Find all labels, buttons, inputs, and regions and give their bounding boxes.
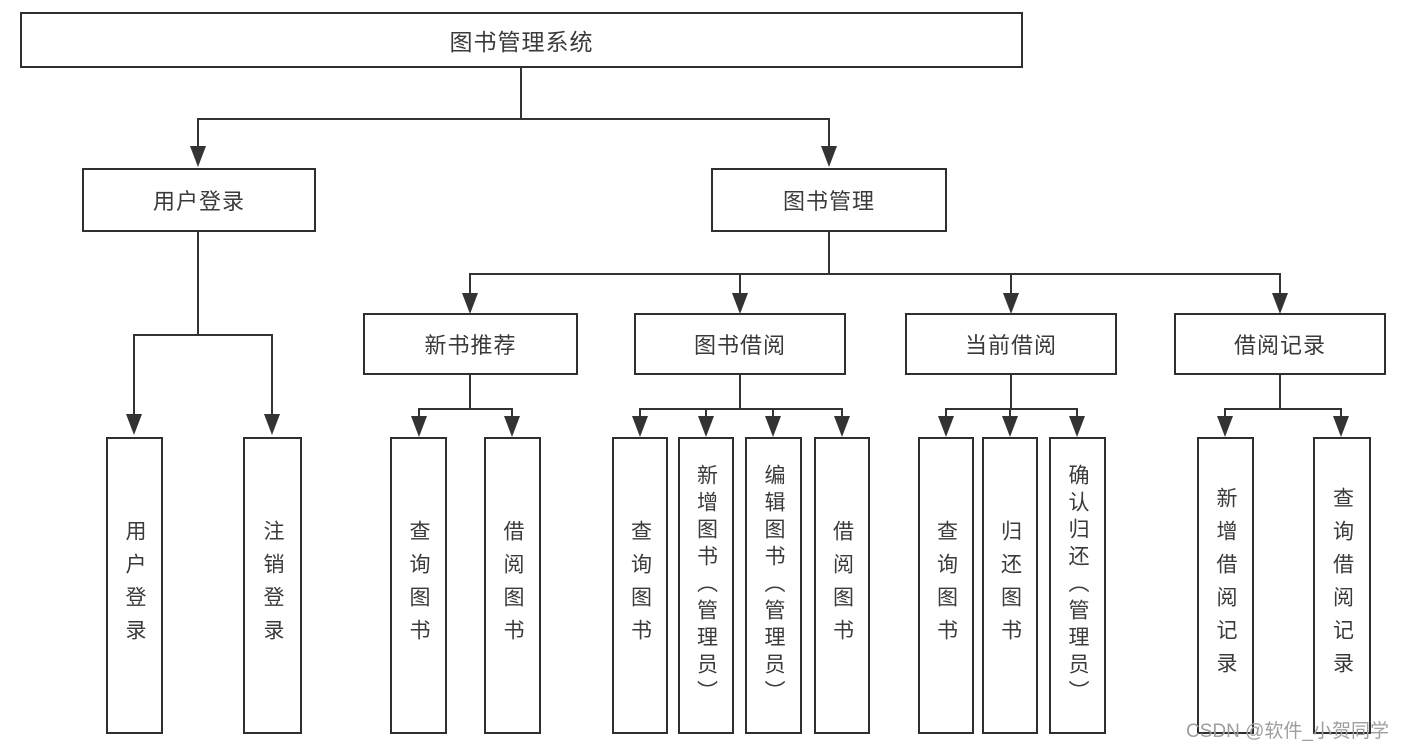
leaf-edit-books-admin: 编辑图书（管理员）: [745, 437, 802, 734]
leaf-label: 归还图书: [998, 519, 1022, 652]
connector-line: [469, 373, 471, 408]
leaf-logout: 注销登录: [243, 437, 302, 734]
leaf-borrow-books-recommend: 借阅图书: [484, 437, 541, 734]
connector-line: [1224, 408, 1226, 418]
csdn-watermark: CSDN @软件_小贺同学: [1186, 721, 1389, 742]
connector-line: [1010, 373, 1012, 408]
connector-line: [271, 334, 273, 416]
connector-line: [1279, 373, 1281, 408]
connector-line: [705, 408, 707, 418]
leaf-label: 查询图书: [934, 519, 958, 652]
connector-line: [945, 408, 947, 418]
connector-line: [133, 334, 135, 416]
connector-line: [1279, 273, 1281, 295]
arrow-down-icon: [264, 414, 280, 435]
leaf-label: 用户登录: [123, 519, 146, 652]
leaf-borrow-books: 借阅图书: [814, 437, 870, 734]
connector-line: [134, 334, 273, 336]
node-book-borrowing: 图书借阅: [634, 313, 846, 375]
leaf-label: 借阅图书: [830, 519, 854, 652]
connector-line: [197, 231, 199, 334]
leaf-label: 查询图书: [407, 519, 430, 652]
connector-line: [828, 231, 830, 273]
leaf-label: 查询图书: [628, 519, 652, 652]
connector-line: [197, 118, 199, 148]
arrow-down-icon: [765, 416, 781, 437]
connector-line: [469, 273, 1281, 275]
arrow-down-icon: [698, 416, 714, 437]
connector-line: [739, 273, 741, 295]
arrow-down-icon: [1003, 293, 1019, 314]
leaf-label: 新增图书（管理员）: [694, 464, 718, 707]
connector-line: [418, 408, 513, 410]
arrow-down-icon: [821, 146, 837, 167]
arrow-down-icon: [1002, 416, 1018, 437]
connector-line: [772, 408, 774, 418]
connector-line: [1340, 408, 1342, 418]
leaf-label: 编辑图书（管理员）: [762, 464, 785, 707]
arrow-down-icon: [1217, 416, 1233, 437]
leaf-user-login: 用户登录: [106, 437, 163, 734]
connector-line: [1010, 273, 1012, 295]
leaf-label: 查询借阅记录: [1330, 486, 1354, 685]
arrow-down-icon: [1069, 416, 1085, 437]
leaf-query-books-recommend: 查询图书: [390, 437, 447, 734]
leaf-label: 新增借阅记录: [1214, 486, 1237, 685]
arrow-down-icon: [632, 416, 648, 437]
connector-line: [511, 408, 513, 418]
leaf-add-borrow-record: 新增借阅记录: [1197, 437, 1254, 734]
connector-line: [520, 68, 522, 119]
connector-line: [1224, 408, 1342, 410]
arrow-down-icon: [938, 416, 954, 437]
connector-line: [469, 273, 471, 295]
node-library-management-system: 图书管理系统: [20, 12, 1023, 68]
node-new-book-recommendation: 新书推荐: [363, 313, 578, 375]
connector-line: [197, 118, 830, 120]
leaf-label: 借阅图书: [501, 519, 524, 652]
arrow-down-icon: [126, 414, 142, 435]
node-borrowing-records: 借阅记录: [1174, 313, 1386, 375]
connector-line: [945, 408, 1077, 410]
connector-line: [639, 408, 843, 410]
leaf-query-books-current: 查询图书: [918, 437, 974, 734]
leaf-query-books-borrow: 查询图书: [612, 437, 668, 734]
arrow-down-icon: [834, 416, 850, 437]
leaf-confirm-return-admin: 确认归还（管理员）: [1049, 437, 1106, 734]
node-current-borrowing: 当前借阅: [905, 313, 1117, 375]
connector-line: [1009, 408, 1011, 418]
arrow-down-icon: [411, 416, 427, 437]
connector-line: [1076, 408, 1078, 418]
connector-line: [739, 373, 741, 408]
leaf-label: 注销登录: [261, 519, 284, 652]
node-book-management: 图书管理: [711, 168, 947, 232]
arrow-down-icon: [732, 293, 748, 314]
leaf-query-borrow-record: 查询借阅记录: [1313, 437, 1371, 734]
arrow-down-icon: [462, 293, 478, 314]
arrow-down-icon: [504, 416, 520, 437]
arrow-down-icon: [1333, 416, 1349, 437]
connector-line: [828, 118, 830, 148]
connector-line: [841, 408, 843, 418]
leaf-label: 确认归还（管理员）: [1066, 464, 1089, 707]
node-user-login: 用户登录: [82, 168, 316, 232]
connector-line: [639, 408, 641, 418]
arrow-down-icon: [1272, 293, 1288, 314]
connector-line: [418, 408, 420, 418]
arrow-down-icon: [190, 146, 206, 167]
leaf-return-books: 归还图书: [982, 437, 1038, 734]
leaf-add-books-admin: 新增图书（管理员）: [678, 437, 734, 734]
